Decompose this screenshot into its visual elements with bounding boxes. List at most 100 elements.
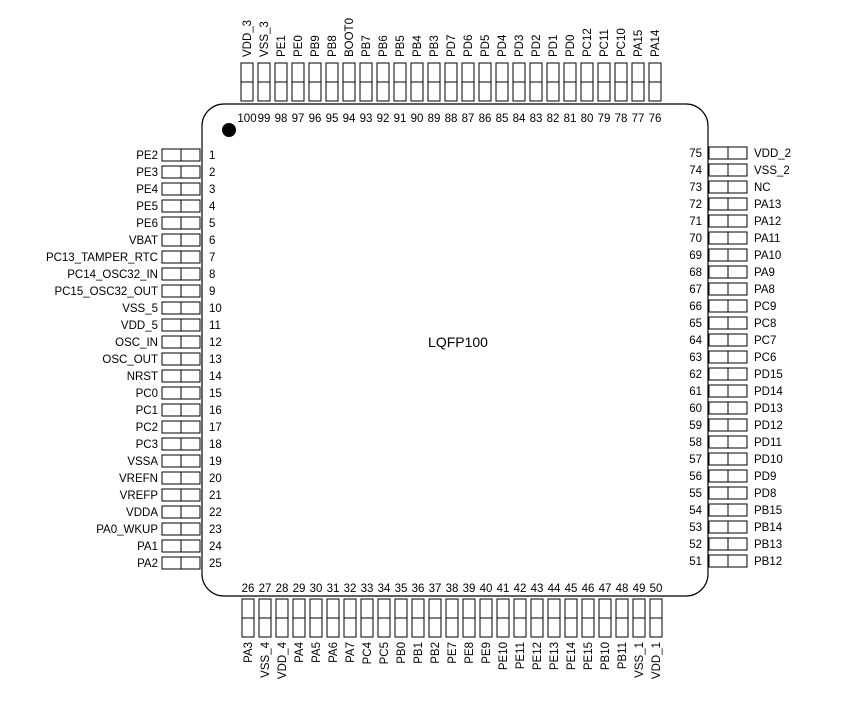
pin-name: PB15 [754,505,782,517]
pin-box [580,81,594,102]
pin-75: VDD_275 [689,146,791,160]
pin-box [161,369,182,383]
pin-box [708,469,729,483]
pin-box [546,81,560,102]
pin-box [161,471,182,485]
pin-number: 5 [209,218,215,230]
pin-box [648,81,662,102]
pin-number: 71 [689,216,702,228]
pin-number: 27 [259,583,272,595]
pin-name: PB3 [429,35,441,57]
pin-box [180,199,201,213]
pin-name: VREFN [119,473,158,485]
pin-number: 11 [209,320,221,332]
pin-8: PC14_OSC32_IN 8 [67,267,215,281]
pin-box [359,81,373,102]
pin-number: 52 [689,539,702,551]
pin-name: PD14 [754,386,783,398]
pin-box [410,62,424,83]
pin-name: PD2 [531,35,543,57]
pin-name: PB4 [412,35,424,57]
pin-box [180,301,201,315]
pin-name: PE2 [136,150,158,162]
pin-name: PA13 [754,199,781,211]
pin-box [343,598,357,619]
pin-name: PC14_OSC32_IN [67,269,158,281]
pin-name: PB0 [396,642,408,664]
pin-box [708,333,729,347]
pin-number: 8 [209,269,215,281]
pin-box [563,62,577,83]
pin-name: PD0 [565,35,577,57]
pin-box [359,62,373,83]
pin-box [727,180,748,194]
pin-box [377,617,391,638]
pin-box [496,617,510,638]
pin-number: 68 [689,267,702,279]
package-label: LQFP100 [428,334,488,350]
pin-box [161,505,182,519]
pin-box [547,598,561,619]
pin-box [597,81,611,102]
pin-number: 13 [209,354,222,366]
pin-name: VDD_1 [651,642,663,679]
pin-box [161,488,182,502]
pin-box [180,539,201,553]
pin-name: PA10 [754,250,781,262]
pin-box [708,299,729,313]
pin-number: 61 [689,386,702,398]
pin-name: VSS_1 [634,642,646,678]
pin-box [563,81,577,102]
pin-number: 51 [689,556,702,568]
pin-box [614,81,628,102]
pin-box [581,598,595,619]
pin-name: PC6 [754,352,776,364]
pin-box [161,301,182,315]
pin-box [275,598,289,619]
pin-box [275,617,289,638]
pin-number: 14 [209,371,222,383]
pin-number: 2 [209,167,215,179]
pin-name: PE12 [532,642,544,670]
pin-box [257,81,271,102]
pin-number: 59 [689,420,702,432]
pin-box [309,617,323,638]
pin-name: PC2 [136,422,158,434]
pin-box [161,199,182,213]
pin-box [161,182,182,196]
pin-box [180,488,201,502]
pin-box [727,299,748,313]
pin-box [377,598,391,619]
pin-number: 62 [689,369,702,381]
pin-number: 34 [378,583,391,595]
pin-number: 37 [429,583,442,595]
pin-name: PE15 [583,642,595,670]
pin-name: PA0_WKUP [96,524,158,536]
pin-box [495,81,509,102]
pin-box [180,182,201,196]
pin-box [161,403,182,417]
pin-box [180,318,201,332]
pin-box [580,62,594,83]
pin-box [180,471,201,485]
pin-box [631,62,645,83]
pin-number: 73 [689,182,702,194]
pin-number: 39 [463,583,476,595]
